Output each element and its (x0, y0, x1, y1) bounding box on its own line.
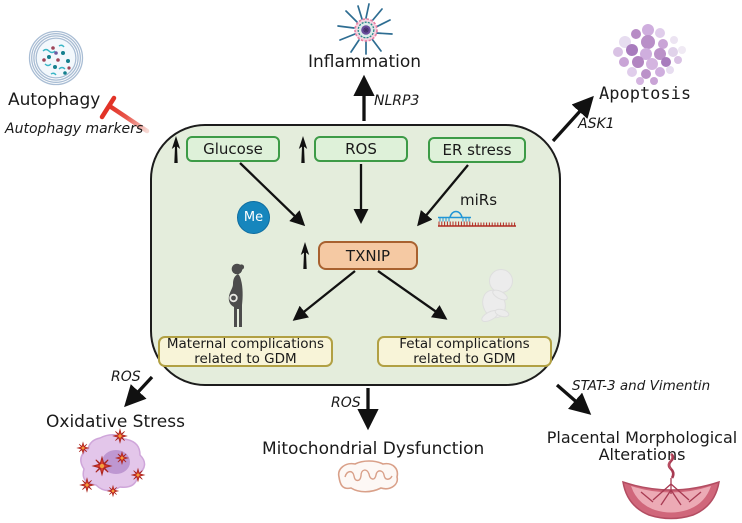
me-label: Me (243, 210, 264, 225)
placental-alterations-label: Placental Morphological Alterations (543, 429, 741, 463)
nlrp3-label: NLRP3 (374, 93, 420, 109)
mirna-icon (438, 210, 516, 227)
apoptosis-label: Apoptosis (599, 84, 692, 104)
upregulation-arrow-ros (298, 136, 308, 163)
ask1-label: ASK1 (578, 116, 615, 132)
glucose-label: Glucose (203, 140, 263, 158)
stat3-vimentin-label: STAT-3 and Vimentin (572, 378, 711, 394)
mirs-label: miRs (460, 191, 498, 209)
placenta-icon (622, 452, 720, 520)
placental-line2: Alterations (598, 445, 686, 464)
maternal-line1: Maternal complications (166, 336, 325, 353)
input-box-glucose: Glucose (186, 136, 280, 162)
input-box-ros: ROS (314, 136, 408, 162)
fetal-line1: Fetal complications (399, 336, 530, 353)
autophagy-label: Autophagy (8, 90, 101, 110)
pregnant-woman-icon (228, 263, 245, 327)
autophagosome-icon (28, 30, 84, 86)
maternal-complications-box: Maternal complications related to GDM (158, 336, 333, 367)
oxidative-stress-label: Oxidative Stress (46, 412, 185, 432)
methylation-badge: Me (237, 201, 270, 234)
inflammasome-icon (337, 3, 393, 55)
placental-line1: Placental Morphological (546, 428, 738, 447)
fetal-complications-box: Fetal complications related to GDM (377, 336, 552, 367)
er-stress-label: ER stress (442, 141, 512, 159)
autophagy-markers-label: Autophagy markers (5, 121, 144, 137)
maternal-line2: related to GDM (194, 350, 297, 367)
mitochondrion-icon (337, 460, 399, 493)
txnip-box: TXNIP (318, 241, 418, 270)
apoptotic-cells-icon (613, 24, 686, 85)
txnip-label: TXNIP (345, 246, 391, 265)
fetal-line2: related to GDM (413, 350, 516, 367)
ros-label: ROS (345, 140, 377, 158)
fetus-icon (481, 269, 513, 323)
ros-cell-icon (77, 429, 146, 497)
mitochondrial-dysfunction-label: Mitochondrial Dysfunction (262, 439, 485, 459)
ros-mediator-center-label: ROS (331, 395, 361, 411)
ros-mediator-left-label: ROS (111, 369, 141, 385)
input-box-er-stress: ER stress (428, 137, 526, 163)
upregulation-arrow-glucose (171, 136, 181, 163)
inflammation-label: Inflammation (308, 52, 422, 72)
upregulation-arrow-txnip (300, 242, 310, 269)
